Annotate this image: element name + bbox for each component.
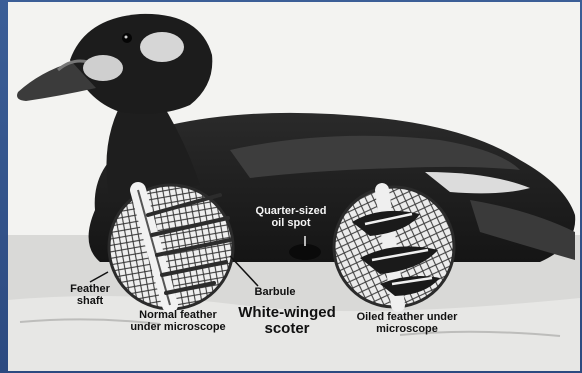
normal-feather-label: Normal feather under microscope xyxy=(118,310,238,333)
oiled-feather-magnifier xyxy=(334,187,454,307)
feather-shaft-label: Feather shaft xyxy=(62,284,118,307)
scoter-head xyxy=(17,14,212,200)
subject-title: White-winged scoter xyxy=(232,305,342,337)
barbule-label: Barbule xyxy=(244,287,306,299)
oil-spot-label: Quarter-sized oil spot xyxy=(236,206,346,229)
oiled-feather-label: Oiled feather under microscope xyxy=(342,312,472,335)
oil-spot-marker xyxy=(289,244,321,260)
